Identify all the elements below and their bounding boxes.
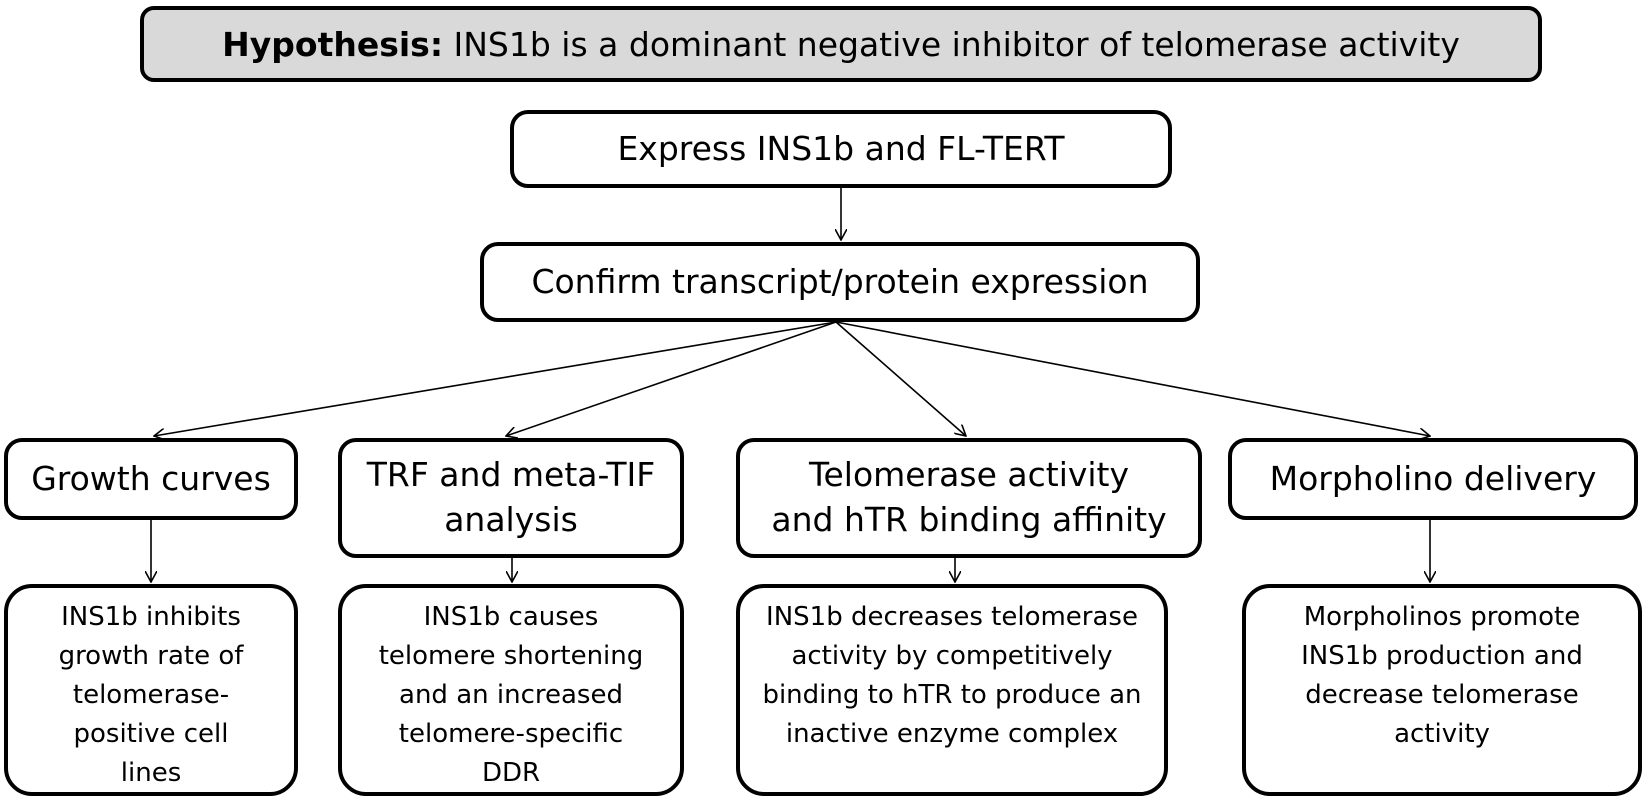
hypothesis-label: Hypothesis [222, 24, 430, 64]
confirm-step-box: Confirm transcript/protein expression [480, 242, 1200, 322]
morpholino-result-text: Morpholinos promote INS1b production and… [1301, 602, 1583, 749]
express-step-label: Express INS1b and FL-TERT [617, 129, 1065, 169]
arrow-confirm-to-growth [154, 321, 837, 436]
trf-result-box: INS1b causes telomere shortening and an … [338, 584, 684, 796]
trf-result-text: INS1b causes telomere shortening and an … [378, 602, 644, 788]
morpholino-delivery-label: Morpholino delivery [1269, 458, 1597, 498]
growth-curves-box: Growth curves [4, 438, 298, 520]
arrow-confirm-to-trf [506, 321, 837, 436]
hypothesis-text: INS1b is a dominant negative inhibitor o… [443, 24, 1460, 64]
telomerase-activity-box: Telomerase activity and hTR binding affi… [736, 438, 1202, 558]
arrow-confirm-to-telomerase [835, 321, 966, 436]
hypothesis-separator: : [429, 24, 444, 64]
telomerase-result-box: INS1b decreases telomerase activity by c… [736, 584, 1168, 796]
express-step-box: Express INS1b and FL-TERT [510, 110, 1172, 188]
arrow-confirm-to-morpholino [835, 321, 1430, 436]
hypothesis-box: Hypothesis: INS1b is a dominant negative… [140, 6, 1542, 82]
trf-analysis-box: TRF and meta-TIF analysis [338, 438, 684, 558]
growth-result-text: INS1b inhibits growth rate of telomerase… [58, 602, 244, 788]
growth-curves-label: Growth curves [31, 458, 271, 498]
morpholino-delivery-box: Morpholino delivery [1228, 438, 1638, 520]
trf-analysis-label: TRF and meta-TIF analysis [366, 455, 656, 539]
telomerase-result-text: INS1b decreases telomerase activity by c… [762, 602, 1142, 749]
growth-result-box: INS1b inhibits growth rate of telomerase… [4, 584, 298, 796]
telomerase-activity-label: Telomerase activity and hTR binding affi… [771, 455, 1167, 539]
morpholino-result-box: Morpholinos promote INS1b production and… [1242, 584, 1642, 796]
confirm-step-label: Confirm transcript/protein expression [531, 262, 1149, 302]
